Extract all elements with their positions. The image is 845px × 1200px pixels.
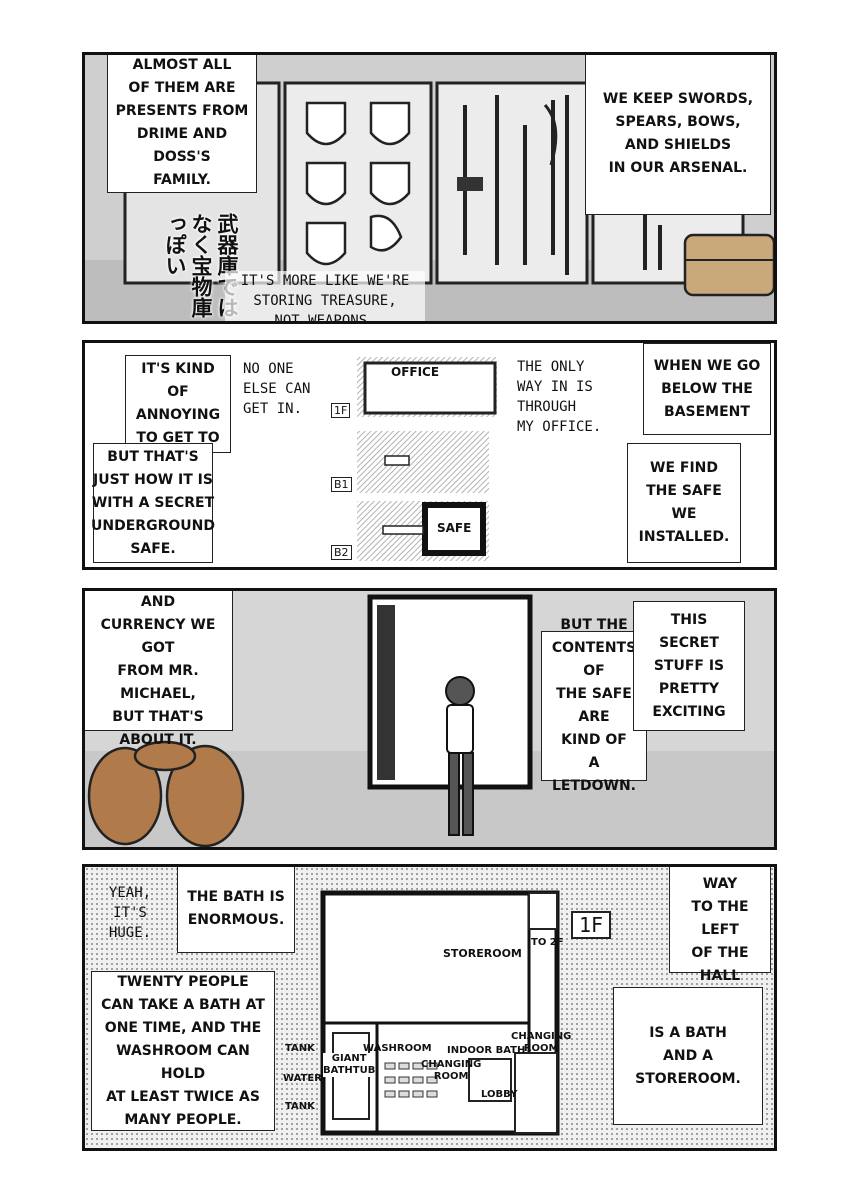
handwritten-huge: Yeah, it's huge.	[108, 885, 152, 941]
floor-label-1f: 1F	[331, 403, 351, 418]
bath-label-water: WATER	[283, 1073, 322, 1084]
caption-arsenal: We keep swords, spears, bows, and shield…	[585, 55, 771, 215]
panel-arsenal: Almost all of them are presents from Dri…	[82, 52, 777, 324]
bath-label-washroom: WASHROOM	[363, 1043, 432, 1054]
handwritten-no-one: No one else can get in.	[243, 361, 311, 417]
bath-label-tank-top: TANK	[285, 1043, 315, 1054]
jp-sfx-3: っぽい	[163, 213, 188, 276]
bath-label-giant-bathtub: GIANT BATHTUB	[323, 1053, 376, 1077]
caption-left-of-hall: All the way to the left of the hall	[669, 867, 771, 984]
caption-secret-safe: But that's just how it is with a secret …	[91, 443, 215, 563]
caption-bath-storeroom: is a bath and a storeroom.	[613, 987, 763, 1125]
handwritten-way-in: The only way in is through my office.	[517, 359, 602, 435]
bath-label-changing-right: CHANGING ROOM	[511, 1031, 572, 1054]
bath-label-indoor-bath: INDOOR BATH	[447, 1045, 526, 1056]
bath-label-changing-mid: CHANGING ROOM	[421, 1059, 482, 1082]
floor-map	[357, 357, 497, 561]
map-label-safe: SAFE	[437, 521, 472, 535]
floor-label-b2: B2	[331, 545, 352, 560]
panel-bath-map: Yeah, it's huge. The bath is enormous. T…	[82, 864, 777, 1151]
caption-coins: We have coins and currency we got from M…	[85, 591, 233, 748]
panel-doorway: We have coins and currency we got from M…	[82, 588, 777, 850]
handwritten-treasure: It's more like we're storing treasure, n…	[225, 271, 425, 321]
caption-twenty-people: Twenty people can take a bath at one tim…	[91, 971, 275, 1131]
caption-below-basement: When we go below the basement	[643, 343, 771, 435]
panel-safe-map: It's kind of annoying to get to But that…	[82, 340, 777, 570]
caption-exciting: This secret stuff is pretty exciting	[633, 601, 745, 731]
caption-annoying: It's kind of annoying to get to	[125, 355, 231, 453]
bath-label-to2f: TO 2F	[531, 937, 564, 948]
bath-label-storeroom: STOREROOM	[443, 947, 522, 960]
bath-label-lobby: LOBBY	[481, 1089, 518, 1100]
jp-sfx-2: なく宝物庫	[189, 213, 214, 318]
bath-label-tank-bottom: TANK	[285, 1101, 315, 1112]
floor-tag-1f: 1F	[571, 911, 612, 939]
caption-bath-enormous: The bath is enormous.	[177, 867, 295, 953]
map-label-office: OFFICE	[391, 365, 440, 379]
caption-safe-installed: We find the safe we installed.	[627, 443, 741, 563]
caption-letdown: But the contents of the safe are kind of…	[541, 617, 647, 794]
floor-label-b1: B1	[331, 477, 352, 492]
caption-presents: Almost all of them are presents from Dri…	[107, 55, 257, 193]
